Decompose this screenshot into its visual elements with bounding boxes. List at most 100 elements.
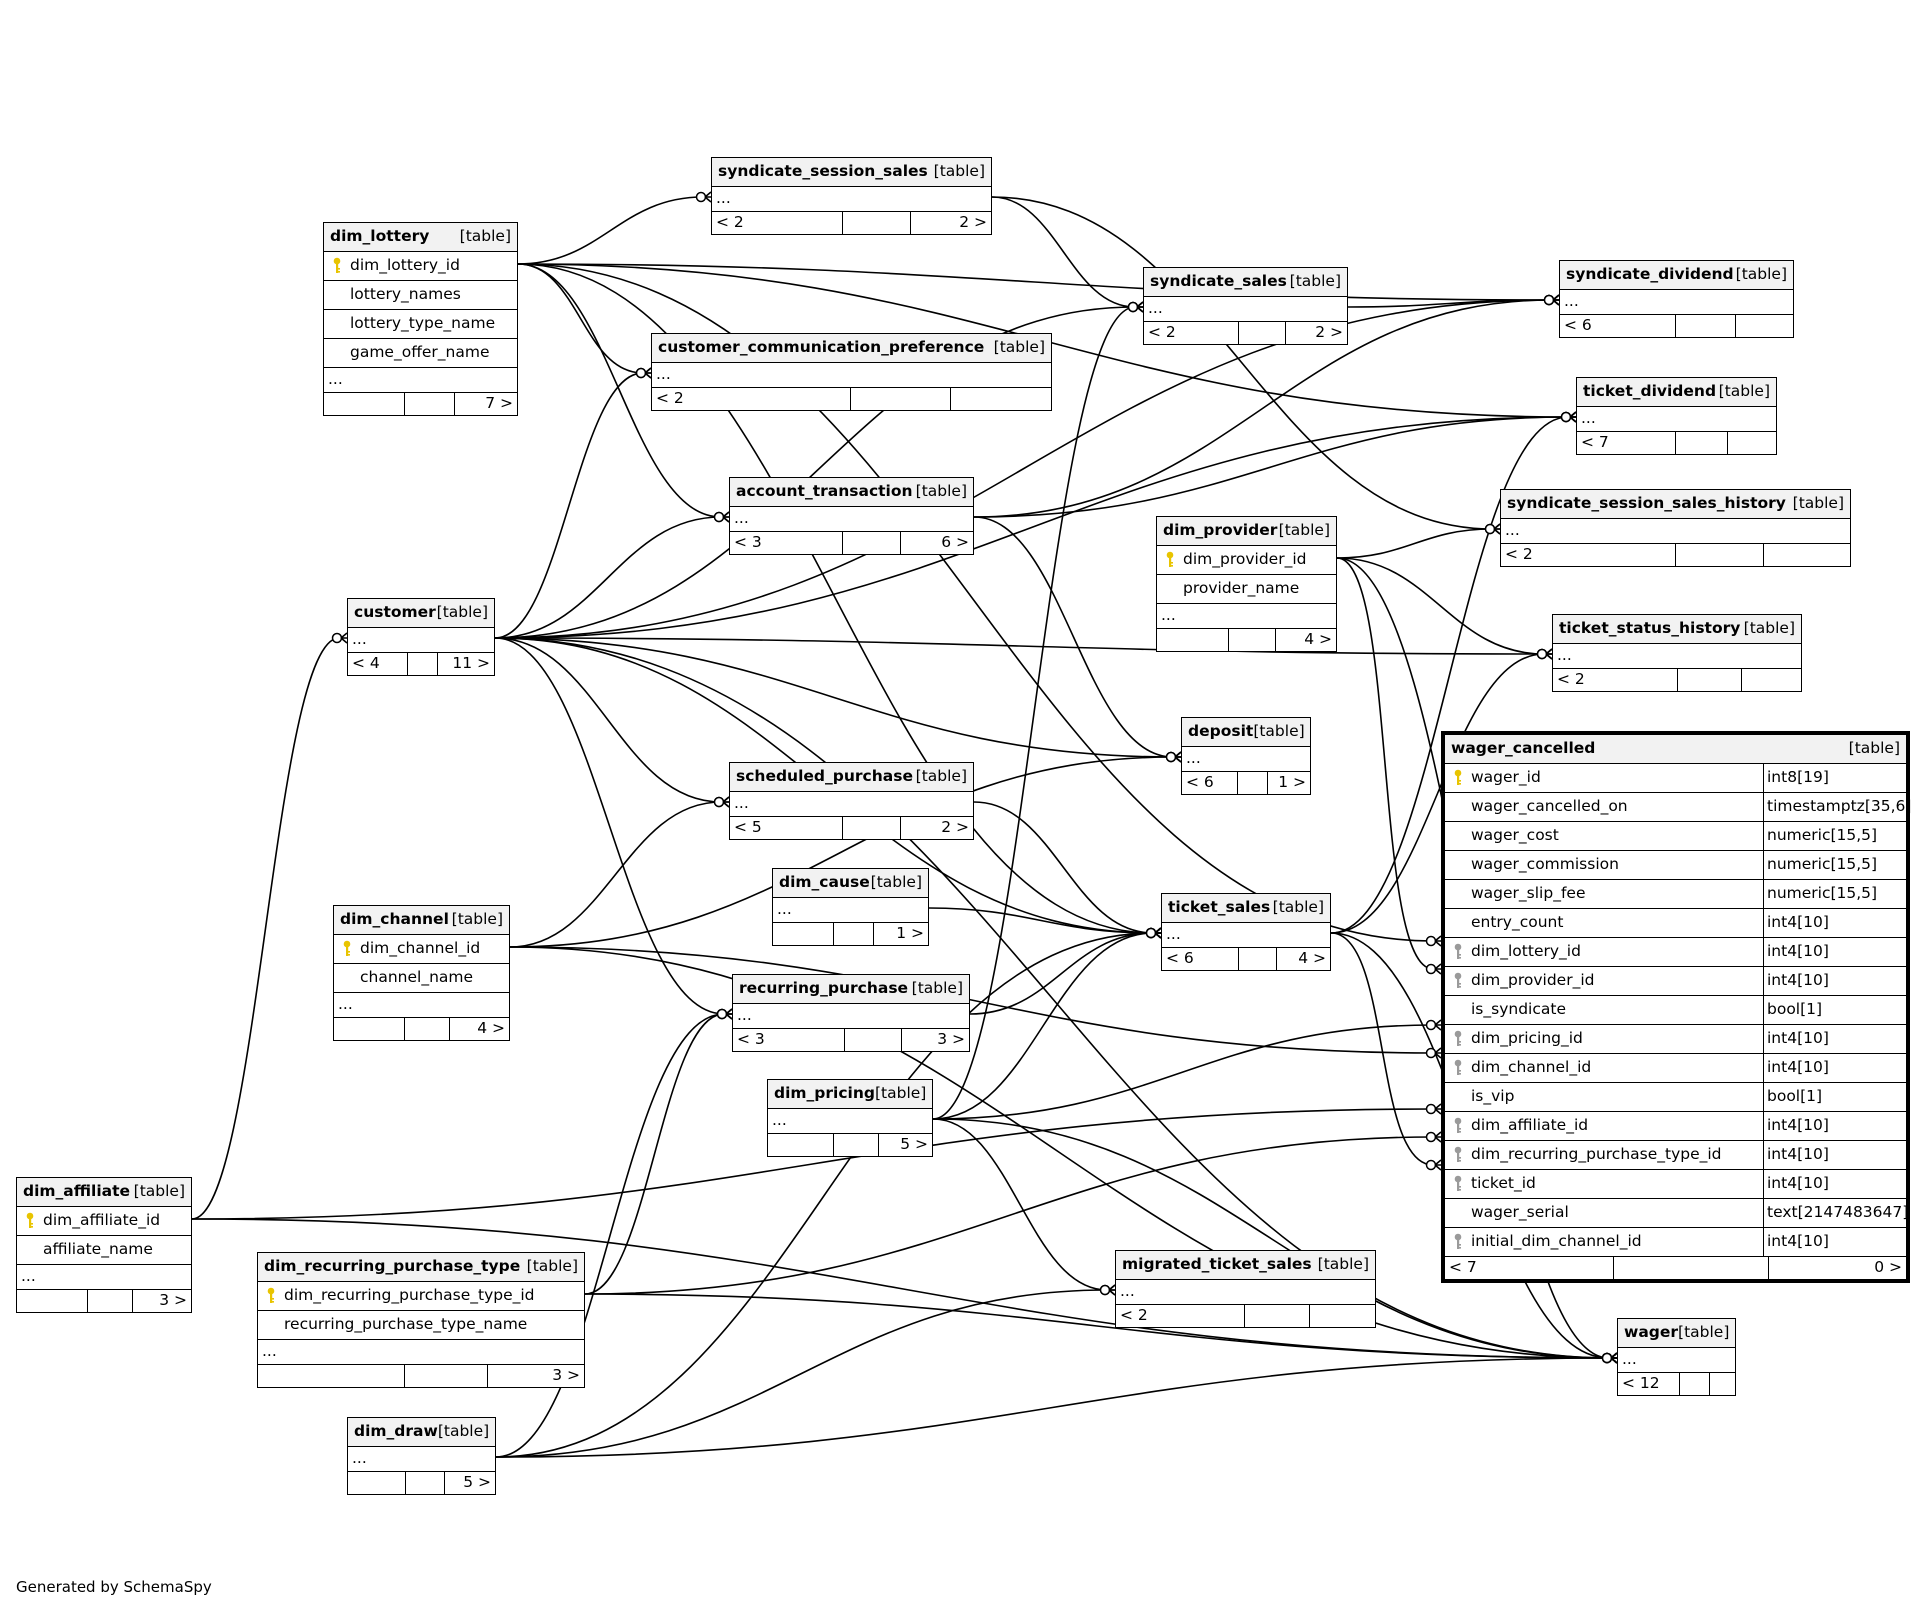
- children-count[interactable]: 5 >: [878, 1134, 932, 1156]
- more-columns-marker[interactable]: ...: [17, 1265, 191, 1290]
- table-header[interactable]: dim_channel[table]: [334, 906, 509, 935]
- more-columns-marker[interactable]: ...: [348, 628, 494, 653]
- parents-count[interactable]: < 6: [1166, 949, 1194, 968]
- children-count[interactable]: 2 >: [910, 212, 991, 234]
- children-count[interactable]: [950, 388, 1051, 410]
- more-columns-marker[interactable]: ...: [1560, 290, 1793, 315]
- parents-count[interactable]: < 6: [1186, 773, 1214, 792]
- more-columns-marker[interactable]: ...: [1501, 519, 1850, 544]
- children-count[interactable]: 3 >: [487, 1365, 584, 1387]
- more-columns-marker[interactable]: ...: [1577, 407, 1776, 432]
- parents-count[interactable]: < 5: [734, 818, 762, 837]
- table-header[interactable]: scheduled_purchase[table]: [730, 763, 973, 792]
- column-row[interactable]: dim_recurring_purchase_type_id: [258, 1282, 584, 1311]
- parents-count[interactable]: < 3: [734, 533, 762, 552]
- table-migrated_ticket_sales[interactable]: migrated_ticket_sales[table]...< 2: [1115, 1250, 1376, 1328]
- more-columns-marker[interactable]: ...: [712, 187, 991, 212]
- table-header[interactable]: deposit[table]: [1182, 718, 1310, 747]
- more-columns-marker[interactable]: ...: [652, 363, 1051, 388]
- children-count[interactable]: [1735, 315, 1793, 337]
- table-header[interactable]: syndicate_session_sales_history[table]: [1501, 490, 1850, 519]
- children-count[interactable]: 2 >: [900, 817, 973, 839]
- table-dim_recurring_purchase_type[interactable]: dim_recurring_purchase_type[table]dim_re…: [257, 1252, 585, 1388]
- children-count[interactable]: 2 >: [1285, 322, 1347, 344]
- children-count[interactable]: 5 >: [444, 1472, 495, 1494]
- children-count[interactable]: 7 >: [454, 393, 517, 415]
- children-count[interactable]: 4 >: [1276, 948, 1330, 970]
- more-columns-marker[interactable]: ...: [348, 1447, 495, 1472]
- more-columns-marker[interactable]: ...: [730, 507, 973, 532]
- more-columns-marker[interactable]: ...: [1144, 297, 1347, 322]
- more-columns-marker[interactable]: ...: [334, 993, 509, 1018]
- table-header[interactable]: account_transaction[table]: [730, 478, 973, 507]
- more-columns-marker[interactable]: ...: [324, 368, 517, 393]
- table-header[interactable]: dim_recurring_purchase_type[table]: [258, 1253, 584, 1282]
- table-header[interactable]: recurring_purchase[table]: [733, 975, 969, 1004]
- table-header[interactable]: dim_affiliate[table]: [17, 1178, 191, 1207]
- parents-count[interactable]: < 2: [1505, 545, 1533, 564]
- table-header[interactable]: ticket_sales[table]: [1162, 894, 1330, 923]
- parents-count[interactable]: < 2: [656, 389, 684, 408]
- children-count[interactable]: 4 >: [1275, 629, 1336, 651]
- more-columns-marker[interactable]: ...: [258, 1340, 584, 1365]
- children-count[interactable]: 0 >: [1768, 1257, 1906, 1279]
- more-columns-marker[interactable]: ...: [1618, 1348, 1735, 1373]
- table-header[interactable]: wager_cancelled[table]: [1445, 735, 1906, 764]
- table-dim_pricing[interactable]: dim_pricing[table]...5 >: [767, 1079, 933, 1157]
- parents-count[interactable]: < 3: [737, 1030, 765, 1049]
- column-row[interactable]: affiliate_name: [17, 1236, 191, 1265]
- children-count[interactable]: [1709, 1373, 1735, 1395]
- table-header[interactable]: syndicate_dividend[table]: [1560, 261, 1793, 290]
- table-header[interactable]: customer_communication_preference[table]: [652, 334, 1051, 363]
- table-header[interactable]: syndicate_session_sales[table]: [712, 158, 991, 187]
- parents-count[interactable]: < 6: [1564, 316, 1592, 335]
- column-row[interactable]: dim_affiliate_id: [17, 1207, 191, 1236]
- table-syndicate_session_sales_history[interactable]: syndicate_session_sales_history[table]..…: [1500, 489, 1851, 567]
- children-count[interactable]: [1741, 669, 1801, 691]
- parents-count[interactable]: [773, 923, 833, 945]
- table-header[interactable]: ticket_dividend[table]: [1577, 378, 1776, 407]
- children-count[interactable]: [1309, 1305, 1375, 1327]
- parents-count[interactable]: [258, 1365, 404, 1387]
- table-syndicate_dividend[interactable]: syndicate_dividend[table]...< 6: [1559, 260, 1794, 338]
- table-header[interactable]: syndicate_sales[table]: [1144, 268, 1347, 297]
- parents-count[interactable]: [348, 1472, 405, 1494]
- table-header[interactable]: wager[table]: [1618, 1319, 1735, 1348]
- table-dim_draw[interactable]: dim_draw[table]...5 >: [347, 1417, 496, 1495]
- table-ticket_status_history[interactable]: ticket_status_history[table]...< 2: [1552, 614, 1802, 692]
- table-customer_communication_preference[interactable]: customer_communication_preference[table]…: [651, 333, 1052, 411]
- children-count[interactable]: 1 >: [873, 923, 928, 945]
- column-row[interactable]: dim_provider_id: [1157, 546, 1336, 575]
- table-header[interactable]: dim_lottery[table]: [324, 223, 517, 252]
- parents-count[interactable]: < 4: [352, 654, 380, 673]
- more-columns-marker[interactable]: ...: [1116, 1280, 1375, 1305]
- more-columns-marker[interactable]: ...: [773, 898, 928, 923]
- column-row[interactable]: recurring_purchase_type_name: [258, 1311, 584, 1340]
- children-count[interactable]: [1763, 544, 1850, 566]
- column-row[interactable]: dim_channel_id: [334, 935, 509, 964]
- table-syndicate_sales[interactable]: syndicate_sales[table]...< 2 2 >: [1143, 267, 1348, 345]
- parents-count[interactable]: [1157, 629, 1228, 651]
- parents-count[interactable]: < 2: [1148, 323, 1176, 342]
